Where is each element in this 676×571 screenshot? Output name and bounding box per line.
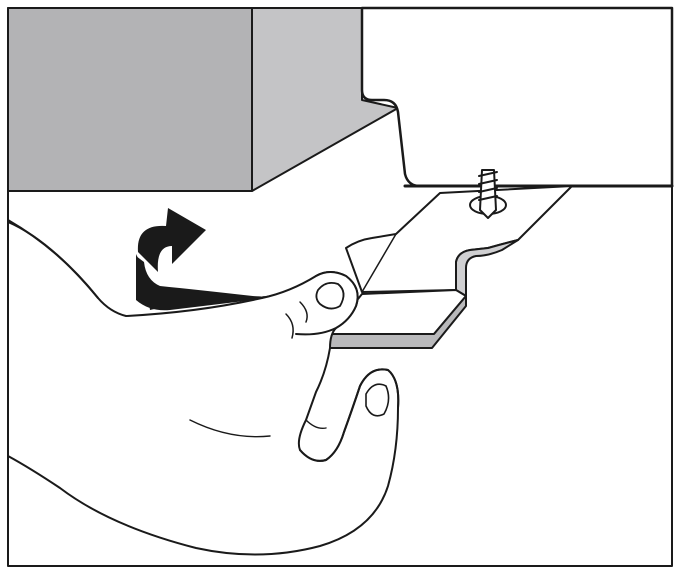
thumb bbox=[299, 368, 400, 462]
cabinet-block bbox=[7, 7, 399, 192]
screw-threads bbox=[478, 171, 498, 201]
screw-icon bbox=[469, 169, 507, 219]
curved-rotate-arrow-icon bbox=[136, 208, 274, 311]
cabinet-front-face bbox=[7, 7, 253, 192]
figure-frame bbox=[7, 7, 673, 567]
wrist-line bbox=[7, 221, 99, 299]
mounting-bracket bbox=[329, 185, 573, 349]
fingernail bbox=[315, 281, 345, 310]
hand-illustration bbox=[7, 219, 400, 556]
screw-shaft bbox=[479, 169, 497, 219]
thumb-base-crease bbox=[305, 419, 327, 430]
bracket-crease bbox=[361, 233, 397, 293]
knuckle-crease-2 bbox=[299, 301, 308, 323]
palm-crease bbox=[189, 419, 271, 438]
motion-band-fill bbox=[136, 256, 270, 311]
knuckle-crease-1 bbox=[285, 313, 294, 339]
thumbnail bbox=[365, 383, 390, 417]
arrow-body bbox=[137, 208, 206, 272]
appliance-body bbox=[360, 6, 674, 188]
